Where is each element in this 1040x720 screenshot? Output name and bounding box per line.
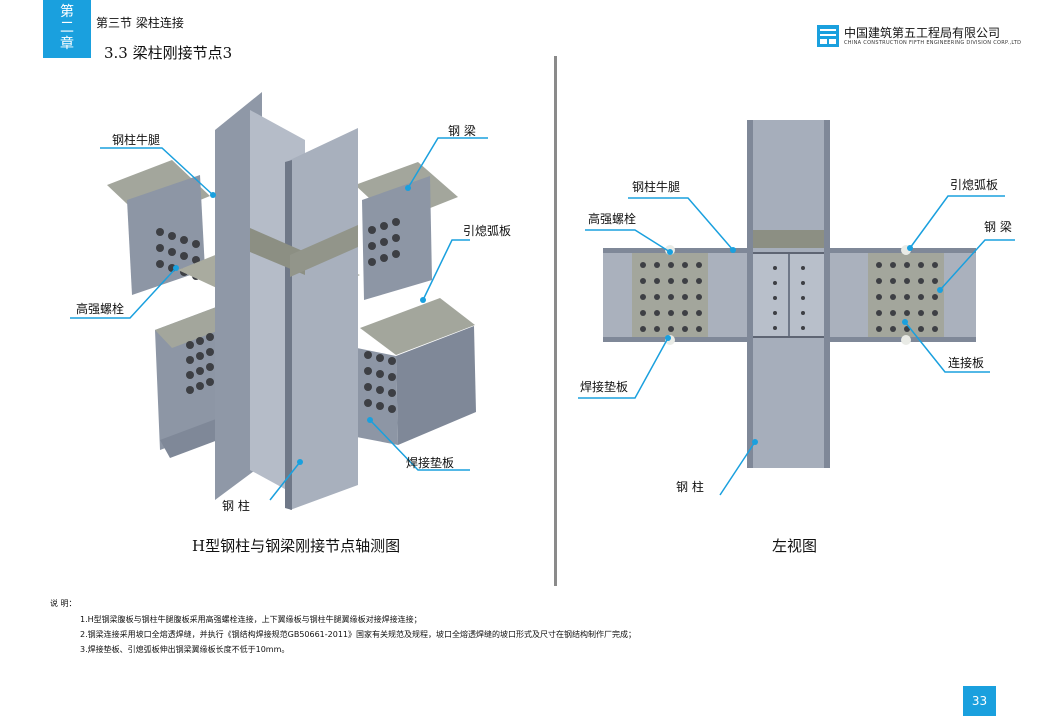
page-number: 33	[963, 686, 996, 716]
label-column-bracket: 钢柱牛腿	[112, 133, 161, 147]
chapter-tab-char-2: 二	[60, 20, 74, 36]
label-steel-beam-side: 钢 梁	[984, 220, 1012, 234]
label-steel-beam: 钢 梁	[448, 124, 476, 138]
label-arc-plate: 引熄弧板	[463, 224, 512, 238]
label-connection-plate: 连接板	[948, 356, 985, 370]
label-hs-bolt: 高强螺栓	[76, 302, 125, 316]
company-logo: 中国建筑第五工程局有限公司 CHINA CONSTRUCTION FIFTH E…	[817, 25, 1021, 51]
chapter-tab-char-1: 第	[60, 4, 74, 20]
note-item: 1.H型钢梁腹板与钢柱牛腿腹板采用高强螺栓连接，上下翼缘板与钢柱牛腿翼缘板对接焊…	[80, 615, 422, 624]
left-figure-caption: H型钢柱与钢梁刚接节点轴测图	[192, 537, 401, 555]
cscec-logo-icon	[817, 25, 839, 47]
left-leader-dots	[173, 185, 426, 465]
notes-title: 说 明：	[50, 599, 77, 608]
right-figure-caption: 左视图	[772, 537, 818, 555]
right-leader-lines	[578, 195, 1015, 496]
note-item: 2.钢梁连接采用坡口全熔透焊缝，并执行《钢结构焊接规范GB50661-2011》…	[80, 630, 637, 639]
label-steel-column: 钢 柱	[222, 499, 250, 513]
label-backing-plate-side: 焊接垫板	[580, 380, 629, 394]
right-leader-dots	[665, 245, 943, 445]
chapter-tab: 第 二 章	[43, 0, 91, 58]
page-title: 3.3 梁柱刚接节点3	[104, 44, 233, 62]
figure-divider	[554, 56, 557, 586]
side-view-drawing	[603, 120, 976, 468]
company-name-en: CHINA CONSTRUCTION FIFTH ENGINEERING DIV…	[844, 40, 1022, 46]
left-leader-lines	[70, 137, 488, 501]
note-item: 3.焊接垫板、引熄弧板伸出钢梁翼缘板长度不低于10mm。	[80, 645, 290, 654]
side-view-bolts	[640, 262, 938, 332]
label-column-bracket-side: 钢柱牛腿	[632, 180, 681, 194]
label-steel-column-side: 钢 柱	[676, 480, 704, 494]
chapter-tab-char-3: 章	[60, 36, 74, 52]
section-title: 第三节 梁柱连接	[96, 16, 184, 30]
isometric-joint-drawing	[107, 92, 476, 510]
label-arc-plate-side: 引熄弧板	[950, 178, 999, 192]
label-hs-bolt-side: 高强螺栓	[588, 212, 637, 226]
company-name-cn: 中国建筑第五工程局有限公司	[844, 26, 1001, 40]
label-backing-plate: 焊接垫板	[406, 456, 455, 470]
